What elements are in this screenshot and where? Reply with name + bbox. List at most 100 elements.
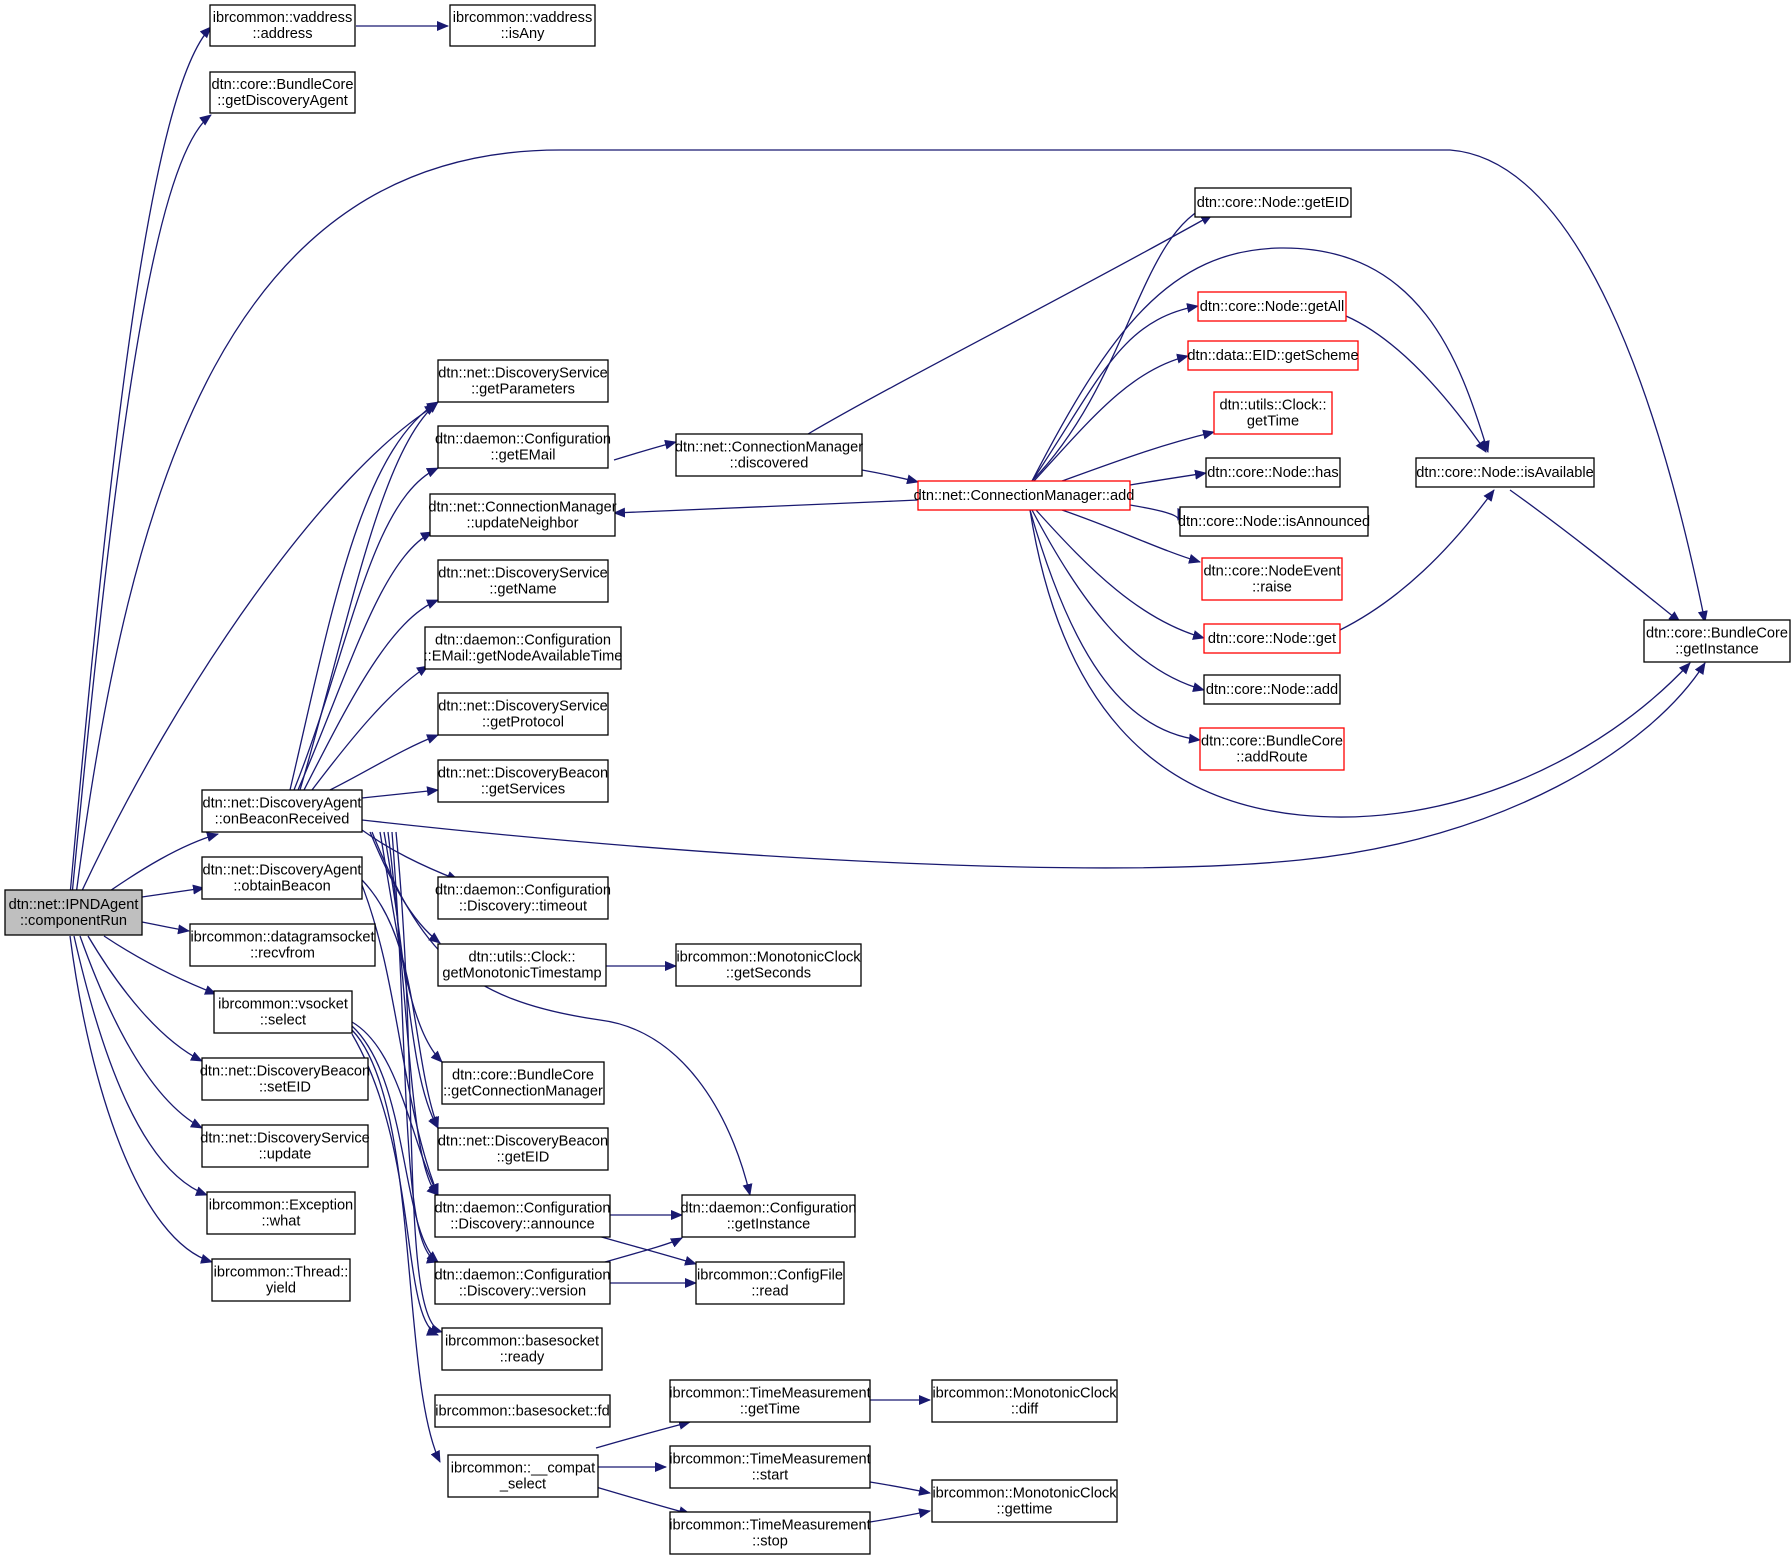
node-tm-stop[interactable]: ibrcommon::TimeMeasurement::stop xyxy=(669,1511,871,1555)
node-node-add[interactable]: dtn::core::Node::add xyxy=(1203,674,1341,705)
node-cm-discovered[interactable]: dtn::net::ConnectionManager::discovered xyxy=(675,433,863,477)
node-label: ibrcommon::TimeMeasurement xyxy=(669,1452,870,1468)
node-box xyxy=(189,923,376,967)
node-box xyxy=(434,1394,611,1428)
node-label: ::ready xyxy=(500,1350,545,1366)
edge xyxy=(395,831,443,1334)
node-box xyxy=(201,856,363,900)
node-bc-addroute[interactable]: dtn::core::BundleCore::addRoute xyxy=(1199,727,1345,771)
node-exc-what[interactable]: ibrcommon::Exception::what xyxy=(206,1191,356,1235)
node-vaddr-address[interactable]: ibrcommon::vaddress::address xyxy=(209,4,356,47)
node-node-get[interactable]: dtn::core::Node::get xyxy=(1203,623,1341,654)
edge xyxy=(289,401,439,791)
node-label: ::address xyxy=(252,26,312,42)
node-box xyxy=(1213,391,1333,435)
node-label: dtn::core::Node::has xyxy=(1207,465,1338,481)
node-bc-getcm[interactable]: dtn::core::BundleCore::getConnectionMana… xyxy=(441,1061,605,1105)
node-bc-getinstance[interactable]: dtn::core::BundleCore::getInstance xyxy=(1643,619,1791,663)
node-cfg-disc-version[interactable]: dtn::daemon::Configuration::Discovery::v… xyxy=(434,1261,611,1305)
node-cf-read[interactable]: ibrcommon::ConfigFile::read xyxy=(695,1261,845,1305)
node-label: dtn::core::BundleCore xyxy=(452,1068,594,1084)
node-vaddr-isany[interactable]: ibrcommon::vaddress::isAny xyxy=(449,4,596,47)
node-node-isavailable[interactable]: dtn::core::Node::isAvailable xyxy=(1415,457,1595,488)
node-cm-updateneighbor[interactable]: dtn::net::ConnectionManager::updateNeigh… xyxy=(428,493,617,537)
node-node-isannounced[interactable]: dtn::core::Node::isAnnounced xyxy=(1178,506,1370,537)
node-label: ::getProtocol xyxy=(482,715,564,731)
node-da-obtain[interactable]: dtn::net::DiscoveryAgent::obtainBeacon xyxy=(201,856,363,900)
node-label: ::raise xyxy=(1252,580,1292,596)
node-tm-start[interactable]: ibrcommon::TimeMeasurement::start xyxy=(669,1445,871,1489)
node-label: dtn::daemon::Configuration xyxy=(680,1201,856,1217)
node-label: ::Discovery::announce xyxy=(450,1217,594,1233)
node-box xyxy=(449,4,596,47)
node-box xyxy=(201,789,363,833)
node-thr-yield[interactable]: ibrcommon::Thread::yield xyxy=(211,1258,351,1302)
node-bs-fd[interactable]: ibrcommon::basesocket::fd xyxy=(434,1394,611,1428)
node-label: ::getDiscoveryAgent xyxy=(217,93,348,109)
node-box xyxy=(931,1479,1118,1523)
node-box xyxy=(1205,457,1341,488)
node-label: ::addRoute xyxy=(1236,750,1307,766)
node-cm-add[interactable]: dtn::net::ConnectionManager::add xyxy=(914,480,1135,511)
node-db-seteid[interactable]: dtn::net::DiscoveryBeacon::setEID xyxy=(200,1057,370,1101)
node-cfg-disc-announce[interactable]: dtn::daemon::Configuration::Discovery::a… xyxy=(434,1194,611,1238)
node-box xyxy=(931,1379,1118,1423)
node-label: ibrcommon::vsocket xyxy=(218,997,348,1013)
edge xyxy=(597,1235,697,1266)
node-box xyxy=(213,990,353,1034)
node-mc-gettime[interactable]: ibrcommon::MonotonicClock::gettime xyxy=(931,1479,1118,1523)
node-ds-update[interactable]: dtn::net::DiscoveryService::update xyxy=(200,1124,370,1168)
edge xyxy=(351,1021,439,1196)
edge xyxy=(299,401,439,791)
edge xyxy=(359,879,439,1196)
node-da-onbeacon[interactable]: dtn::net::DiscoveryAgent::onBeaconReceiv… xyxy=(201,789,363,833)
node-node-geteid[interactable]: dtn::core::Node::getEID xyxy=(1194,187,1352,218)
node-bs-ready[interactable]: ibrcommon::basesocket::ready xyxy=(441,1327,603,1371)
node-mc-diff[interactable]: ibrcommon::MonotonicClock::diff xyxy=(931,1379,1118,1423)
edge xyxy=(361,879,439,1129)
edge xyxy=(387,831,439,1196)
node-bc-getdiscovery[interactable]: dtn::core::BundleCore::getDiscoveryAgent xyxy=(209,71,356,114)
node-node-has[interactable]: dtn::core::Node::has xyxy=(1205,457,1341,488)
edge xyxy=(869,1481,931,1496)
node-label: ::diff xyxy=(1011,1402,1039,1418)
node-nodeevent-raise[interactable]: dtn::core::NodeEvent::raise xyxy=(1201,557,1343,601)
node-vs-select[interactable]: ibrcommon::vsocket::select xyxy=(213,990,353,1034)
node-cfg-getemail[interactable]: dtn::daemon::Configuration::getEMail xyxy=(435,425,611,469)
node-cfg-email-nat[interactable]: dtn::daemon::Configuration::EMail::getNo… xyxy=(424,626,623,670)
node-dgs-recvfrom[interactable]: ibrcommon::datagramsocket::recvfrom xyxy=(189,923,376,967)
edge xyxy=(361,829,459,881)
node-cfg-disc-timeout[interactable]: dtn::daemon::Configuration::Discovery::t… xyxy=(435,876,611,920)
edge xyxy=(351,1033,439,1336)
edge xyxy=(1029,509,1201,744)
node-box xyxy=(695,1261,845,1305)
node-box xyxy=(437,1127,609,1171)
node-label: ibrcommon::datagramsocket xyxy=(190,930,374,946)
edge xyxy=(1061,429,1215,482)
edge xyxy=(1345,315,1487,453)
node-ds-getparams[interactable]: dtn::net::DiscoveryService::getParameter… xyxy=(437,359,609,403)
node-db-geteid[interactable]: dtn::net::DiscoveryBeacon::getEID xyxy=(437,1127,609,1171)
node-label: ::componentRun xyxy=(20,913,127,929)
node-mc-getseconds[interactable]: ibrcommon::MonotonicClock::getSeconds xyxy=(675,943,862,987)
edge xyxy=(1509,489,1681,623)
node-ds-getname[interactable]: dtn::net::DiscoveryService::getName xyxy=(437,559,609,603)
node-eid-getscheme[interactable]: dtn::data::EID::getScheme xyxy=(1187,340,1359,371)
node-cfg-getinstance[interactable]: dtn::daemon::Configuration::getInstance xyxy=(680,1194,857,1238)
node-label: yield xyxy=(266,1281,296,1297)
node-box xyxy=(424,626,622,670)
node-ds-getprotocol[interactable]: dtn::net::DiscoveryService::getProtocol xyxy=(437,692,609,736)
node-db-getservices[interactable]: dtn::net::DiscoveryBeacon::getServices xyxy=(437,759,609,803)
node-box xyxy=(434,1194,611,1238)
node-node-getall[interactable]: dtn::core::Node::getAll xyxy=(1197,291,1347,322)
node-root[interactable]: dtn::net::IPNDAgent::componentRun xyxy=(4,889,143,936)
node-compat-select[interactable]: ibrcommon::__compat_select xyxy=(447,1454,599,1498)
edge xyxy=(87,935,203,1062)
node-tm-gettime[interactable]: ibrcommon::TimeMeasurement::getTime xyxy=(669,1379,871,1423)
node-clk-gettime[interactable]: dtn::utils::Clock::getTime xyxy=(1213,391,1333,435)
node-label: ibrcommon::TimeMeasurement xyxy=(669,1518,870,1534)
node-label: dtn::core::BundleCore xyxy=(1646,626,1788,642)
edge xyxy=(79,935,203,1129)
node-clk-getmono[interactable]: dtn::utils::Clock::getMonotonicTimestamp xyxy=(437,943,607,987)
node-label: ibrcommon::basesocket::fd xyxy=(435,1404,609,1420)
